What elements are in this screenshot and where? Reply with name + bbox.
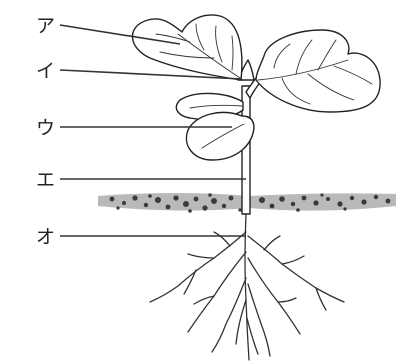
label-o: オ <box>36 226 55 248</box>
label-e: エ <box>36 169 55 191</box>
label-i: イ <box>36 60 55 82</box>
label-a: ア <box>36 15 55 37</box>
true-leaf-right <box>256 30 380 112</box>
true-leaf-left <box>132 15 241 80</box>
label-u: ウ <box>36 117 55 139</box>
part-labels: ア イ ウ エ オ <box>36 15 55 248</box>
